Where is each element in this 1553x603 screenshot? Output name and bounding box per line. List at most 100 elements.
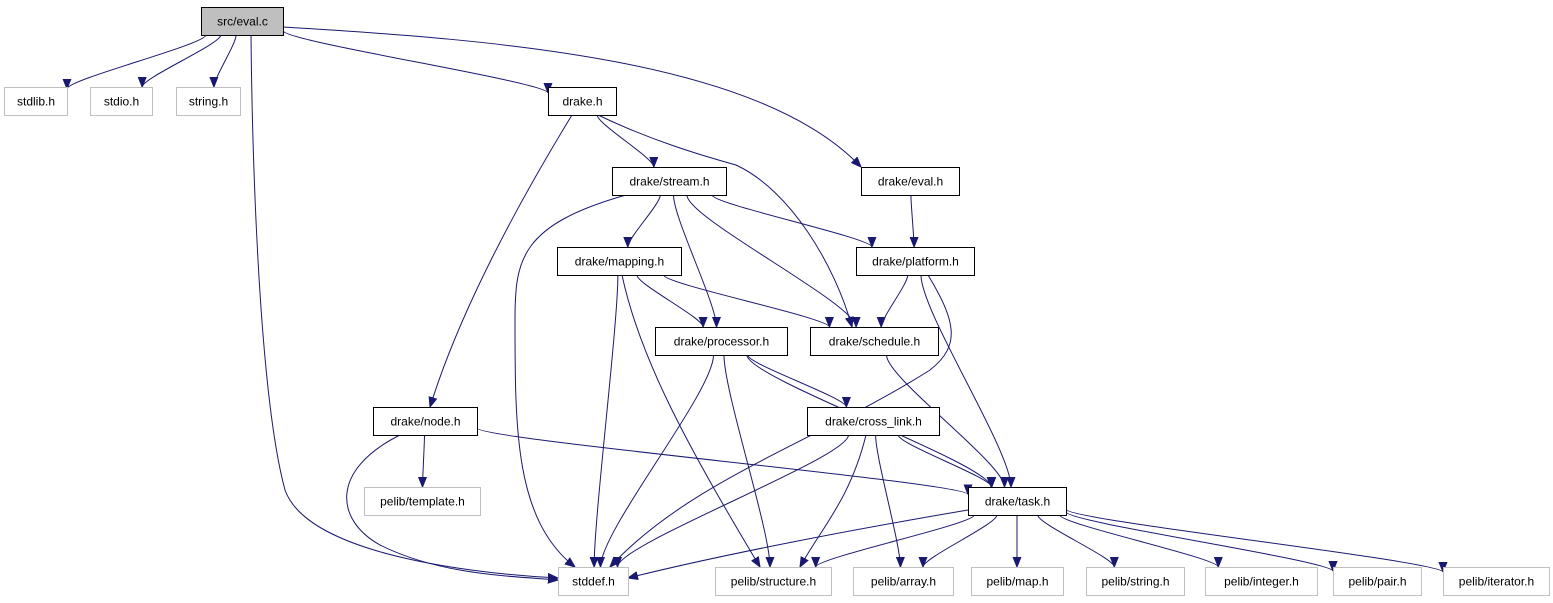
node-label: drake/stream.h [629,175,709,189]
node-box [715,567,832,596]
node-drake-eval[interactable]: drake/eval.h [861,167,960,196]
node-box [612,167,727,196]
node-box [971,567,1064,596]
edge-drake_h-to-drake_stream [596,114,654,168]
edge-drake_task-to-pelib_structure [816,514,975,568]
node-string: string.h [176,87,241,116]
node-box [1205,567,1318,596]
edge-eval_c-to-drake_h [282,30,548,94]
node-pelib-map: pelib/map.h [971,567,1064,596]
edge-drake_platform-to-stddef [610,274,952,567]
edge-drake_processor-to-pelib_structure [723,354,770,567]
node-box [1333,567,1422,596]
edge-drake_processor-to-stddef [601,354,714,567]
node-label: pelib/string.h [1101,575,1169,589]
node-drake-platform[interactable]: drake/platform.h [856,247,975,276]
edge-drake_cross_link-to-pelib_structure [800,434,867,567]
edge-eval_c-to-stddef [250,34,558,578]
node-pelib-integer: pelib/integer.h [1205,567,1318,596]
node-label: drake/node.h [390,415,460,429]
node-drake-processor[interactable]: drake/processor.h [655,327,788,356]
node-label: drake/mapping.h [575,255,664,269]
node-drake-task[interactable]: drake/task.h [968,487,1067,516]
node-box [548,87,617,116]
node-drake-h[interactable]: drake.h [548,87,617,116]
node-pelib-string: pelib/string.h [1086,567,1185,596]
node-label: string.h [189,95,228,109]
edge-drake_stream-to-drake_mapping [628,194,661,248]
node-stdlib: stdlib.h [4,87,68,116]
node-drake-cross-link[interactable]: drake/cross_link.h [807,407,940,436]
edge-drake_stream-to-drake_platform [711,194,872,248]
edge-drake_task-to-pelib_string [1037,514,1115,568]
edge-drake_h-to-drake_node [430,114,573,407]
node-drake-node[interactable]: drake/node.h [373,407,478,436]
node-pelib-structure: pelib/structure.h [715,567,832,596]
edge-drake_platform-to-drake_task [920,274,1011,487]
node-label: pelib/template.h [380,495,465,509]
node-box [810,327,939,356]
node-label: pelib/array.h [871,575,936,589]
edge-drake_mapping-to-drake_schedule [663,274,830,328]
edge-eval_c-to-drake_eval [282,26,861,167]
edge-drake_mapping-to-pelib_structure [621,274,760,567]
node-pelib-iterator: pelib/iterator.h [1443,567,1550,596]
node-box [373,407,478,436]
node-label: drake.h [562,95,602,109]
node-box [1086,567,1185,596]
edge-drake_task-to-stddef [628,509,969,578]
node-box [90,87,153,116]
node-box [856,247,975,276]
node-box [4,87,68,116]
edge-drake_cross_link-to-pelib_array [875,434,901,567]
edge-drake_node-to-pelib_template [423,434,425,487]
edge-drake_processor-to-drake_cross_link [747,354,847,408]
node-stddef: stddef.h [558,567,629,596]
node-label: pelib/iterator.h [1459,575,1534,589]
node-label: src/eval.c [217,15,268,29]
node-label: stdlib.h [17,95,55,109]
node-label: pelib/map.h [986,575,1048,589]
node-box [807,407,940,436]
edge-eval_c-to-stdlib [67,34,207,90]
edge-drake_schedule-to-drake_task [886,354,1005,488]
edge-drake_stream-to-stddef [514,194,627,567]
edge-drake_task-to-pelib_iterator [1065,508,1443,573]
node-box [968,487,1067,516]
edge-drake_eval-to-drake_platform [911,194,914,247]
node-label: stddef.h [572,575,615,589]
edge-drake_cross_link-to-stddef [618,434,849,568]
edge-drake_platform-to-drake_schedule [881,274,909,328]
edge-drake_task-to-pelib_array [923,514,998,568]
node-box [861,167,960,196]
node-label: drake/platform.h [872,255,959,269]
edge-eval_c-to-string [214,34,237,88]
node-label: drake/task.h [985,495,1050,509]
edge-drake_h-to-drake_schedule [597,114,852,327]
node-drake-mapping[interactable]: drake/mapping.h [557,247,682,276]
node-label: drake/processor.h [674,335,769,349]
node-label: pelib/structure.h [731,575,816,589]
node-box [1443,567,1550,596]
edge-drake_task-to-pelib_pair [1065,511,1333,572]
edge-drake_mapping-to-drake_processor [636,274,703,328]
node-eval-c[interactable]: src/eval.c [201,7,284,36]
node-label: drake/cross_link.h [825,415,922,429]
node-box [557,247,682,276]
node-label: drake/eval.h [878,175,943,189]
node-label: stdio.h [104,95,139,109]
edge-drake_node-to-stddef [346,434,558,580]
edge-eval_c-to-stdio [142,34,222,88]
node-pelib-template: pelib/template.h [364,487,481,516]
node-drake-stream[interactable]: drake/stream.h [612,167,727,196]
node-box [201,7,284,36]
node-box [558,567,629,596]
node-drake-schedule[interactable]: drake/schedule.h [810,327,939,356]
node-label: pelib/integer.h [1224,575,1299,589]
node-pelib-array: pelib/array.h [853,567,954,596]
nodes-layer: src/eval.c stdlib.h stdio.h string.h drake.h… [4,7,1550,596]
node-label: drake/schedule.h [829,335,920,349]
node-label: pelib/pair.h [1348,575,1406,589]
node-box [655,327,788,356]
